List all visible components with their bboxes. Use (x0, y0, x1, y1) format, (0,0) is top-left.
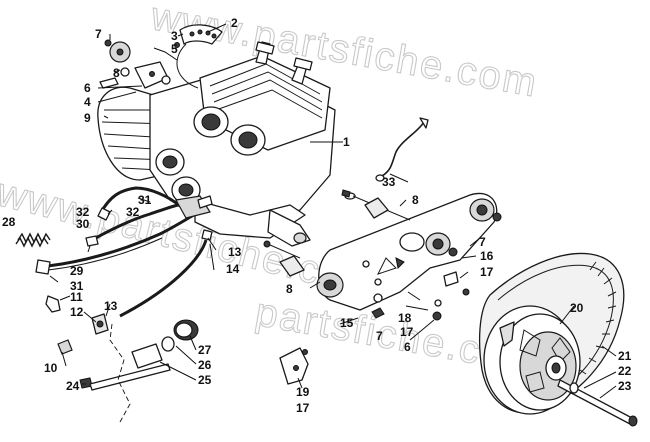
engine-block-icon (97, 41, 336, 247)
engine-plate-icon (316, 192, 498, 311)
callout-9: 9 (84, 111, 91, 125)
callout-7a: 7 (95, 27, 102, 41)
callout-32b: 32 (126, 205, 140, 219)
callout-26: 26 (198, 358, 212, 372)
callout-7c: 7 (376, 329, 383, 343)
callout-12: 12 (70, 305, 84, 319)
callout-2: 2 (231, 16, 238, 30)
callout-3: 3 (171, 29, 178, 43)
callout-28: 28 (2, 215, 16, 229)
fuel-pump-bracket-icon (99, 39, 180, 89)
callout-11: 11 (70, 290, 83, 304)
callout-29: 29 (70, 264, 84, 278)
callout-27: 27 (198, 343, 212, 357)
clutch-bolt-icon (557, 379, 638, 427)
callout-labels: 1 2 3 4 5 6 6 7 7 7 8 8 8 9 10 11 12 13 … (2, 16, 632, 415)
callout-17b: 17 (400, 325, 414, 339)
callout-20: 20 (570, 301, 584, 315)
callout-33: 33 (382, 175, 396, 189)
callout-13b: 13 (228, 245, 242, 259)
callout-25: 25 (198, 373, 212, 387)
callout-8b: 8 (412, 193, 419, 207)
callout-32a: 32 (76, 205, 90, 219)
callout-6a: 6 (84, 81, 91, 95)
callout-6b: 6 (404, 340, 411, 354)
callout-14: 14 (226, 262, 240, 276)
callout-30: 30 (76, 217, 90, 231)
callout-7b: 7 (479, 235, 486, 249)
callout-31b: 31 (70, 279, 84, 293)
callout-8c: 8 (286, 282, 293, 296)
callout-21: 21 (618, 349, 632, 363)
callout-13a: 13 (104, 299, 118, 313)
callout-4: 4 (84, 95, 91, 109)
plate-hardware-icon (263, 189, 502, 321)
callout-19: 19 (296, 385, 310, 399)
callout-10: 10 (44, 361, 58, 375)
callout-17a: 17 (480, 265, 494, 279)
starter-rope-handle-icon (176, 24, 223, 89)
callout-5: 5 (171, 42, 178, 56)
callout-31a: 31 (138, 193, 152, 207)
callout-8a: 8 (113, 66, 120, 80)
oil-hose-icon (35, 186, 213, 318)
leader-lines (49, 23, 617, 399)
callout-24: 24 (66, 379, 80, 393)
callout-22: 22 (618, 364, 632, 378)
callout-16: 16 (480, 249, 494, 263)
callout-17c: 17 (296, 401, 310, 415)
spring-icon (15, 232, 51, 248)
cable-parts-icon (45, 295, 309, 423)
callout-1: 1 (343, 135, 350, 149)
callout-15: 15 (340, 316, 354, 330)
callout-18: 18 (398, 311, 412, 325)
callout-23: 23 (618, 379, 632, 393)
ground-wire-icon (375, 117, 429, 182)
